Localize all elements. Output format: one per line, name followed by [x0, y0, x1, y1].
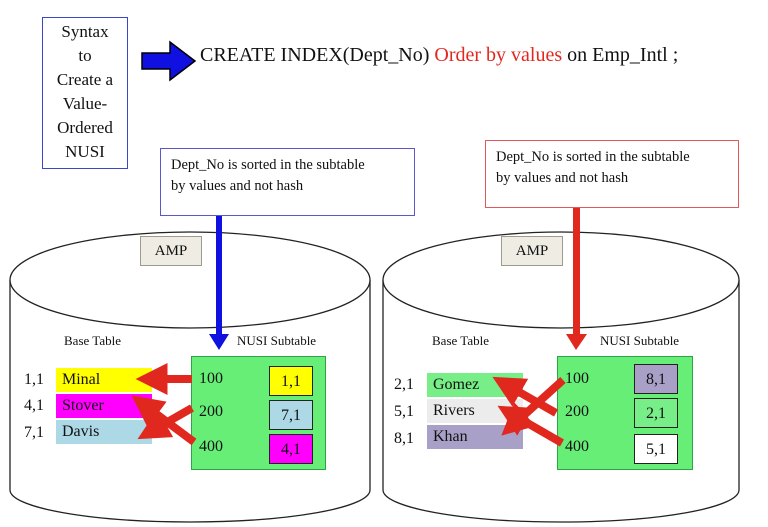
left-callout-arrow	[209, 216, 229, 350]
right-base-table-label: Base Table	[432, 333, 489, 348]
right-callout: Dept_No is sorted in the subtable by val…	[485, 140, 739, 208]
right-nusi-pointer: 2,1	[634, 398, 678, 428]
left-base-row-davis: Davis	[56, 420, 152, 444]
left-nusi-key: 200	[199, 403, 223, 420]
right-nusi-key: 400	[565, 438, 589, 455]
syntax-line: Value-	[62, 94, 108, 113]
right-rowid: 5,1	[394, 403, 414, 420]
left-base-row-stover: Stover	[56, 394, 152, 418]
right-callout-arrow	[566, 208, 587, 350]
right-amp-label: AMP	[501, 236, 563, 266]
right-rowid: 8,1	[394, 430, 414, 447]
left-nusi-pointer: 4,1	[269, 434, 313, 464]
left-rowid: 1,1	[24, 371, 44, 388]
syntax-box: Syntax to Create a Value- Ordered NUSI	[42, 17, 128, 169]
callout-line: Dept_No is sorted in the subtable	[171, 157, 365, 173]
left-nusi-label: NUSI Subtable	[237, 333, 317, 348]
left-base-table-label: Base Table	[64, 333, 121, 348]
right-rowid: 2,1	[394, 376, 414, 393]
syntax-line: NUSI	[65, 142, 105, 161]
callout-line: by values and not hash	[496, 170, 629, 186]
command-part2: on Emp_Intl ;	[562, 44, 679, 66]
syntax-line: Ordered	[57, 118, 113, 137]
right-nusi-pointer: 5,1	[634, 434, 678, 464]
syntax-line: to	[78, 46, 92, 65]
syntax-line: Create a	[56, 70, 114, 89]
command-part1: CREATE INDEX(Dept_No)	[200, 44, 435, 66]
left-rowid: 4,1	[24, 397, 44, 414]
syntax-line: Syntax	[61, 22, 109, 41]
left-nusi-pointer: 7,1	[269, 400, 313, 430]
right-base-row-rivers: Rivers	[427, 399, 523, 423]
callout-line: by values and not hash	[171, 178, 304, 194]
right-base-row-khan: Khan	[427, 425, 523, 449]
left-base-row-minal: Minal	[56, 368, 152, 392]
left-rowid: 7,1	[24, 424, 44, 441]
create-index-command: CREATE INDEX(Dept_No) Order by values on…	[200, 44, 678, 67]
right-base-row-gomez: Gomez	[427, 373, 523, 397]
left-nusi-key: 100	[199, 370, 223, 387]
syntax-arrow	[141, 40, 197, 82]
right-nusi-key: 100	[565, 370, 589, 387]
right-nusi-label: NUSI Subtable	[600, 333, 680, 348]
left-amp-label: AMP	[140, 236, 202, 266]
left-nusi-pointer: 1,1	[269, 366, 313, 396]
callout-line: Dept_No is sorted in the subtable	[496, 149, 690, 165]
left-nusi-key: 400	[199, 438, 223, 455]
command-highlight: Order by values	[434, 44, 563, 66]
left-callout: Dept_No is sorted in the subtable by val…	[160, 148, 415, 216]
right-nusi-pointer: 8,1	[634, 364, 678, 394]
right-nusi-key: 200	[565, 403, 589, 420]
